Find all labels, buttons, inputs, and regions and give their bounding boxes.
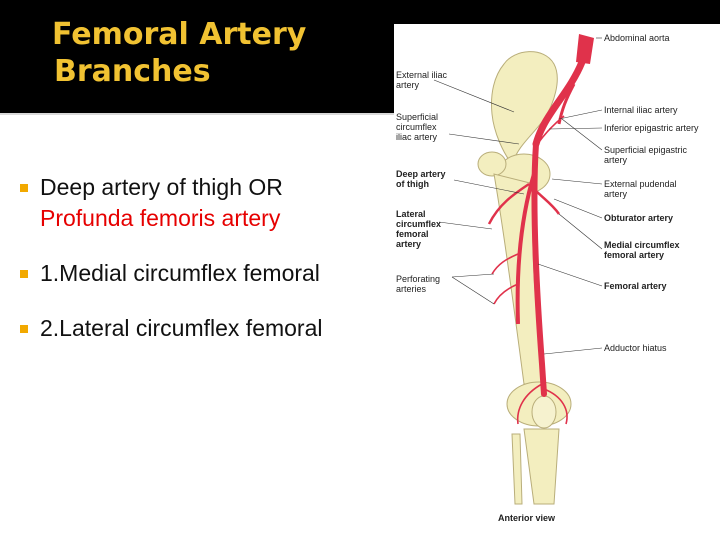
perforating-arteries	[491, 253, 519, 305]
medial-circumflex-artery	[533, 188, 561, 215]
slide-title-line-1: Femoral Artery	[52, 17, 307, 52]
tibia	[523, 428, 560, 505]
label-femoral-artery: Femoral artery	[604, 281, 667, 291]
label-superficial-epigastric-artery: Superficial epigastric artery	[604, 145, 688, 165]
label-external-iliac-artery: External iliac artery	[396, 70, 448, 90]
bullet-square-icon	[20, 270, 28, 278]
external-iliac-artery	[532, 58, 586, 148]
deep-artery-of-thigh	[515, 173, 536, 325]
bullet-list: Deep artery of thigh OR Profunda femoris…	[20, 172, 390, 368]
bullet-item: 1.Medial circumflex femoral	[20, 258, 390, 289]
title-divider	[0, 113, 720, 115]
label-abdominal-aorta: Abdominal aorta	[604, 33, 670, 43]
fibula	[511, 433, 523, 505]
superficial-epigastric-artery	[533, 115, 565, 150]
label-superficial-circumflex-iliac-artery: Superficial circumflex iliac artery	[396, 112, 439, 142]
figure-caption: Anterior view	[498, 513, 556, 523]
label-adductor-hiatus: Adductor hiatus	[604, 343, 667, 353]
label-inferior-epigastric-artery: Inferior epigastric artery	[604, 123, 699, 133]
greater-trochanter	[477, 151, 507, 177]
patella	[531, 395, 557, 429]
label-perforating-arteries: Perforating arteries	[396, 274, 441, 294]
label-internal-iliac-artery: Internal iliac artery	[604, 105, 678, 115]
label-external-pudendal-artery: External pudendal artery	[604, 179, 677, 199]
femoral-artery	[531, 141, 547, 397]
pelvis-bone	[491, 51, 558, 166]
label-deep-artery-of-thigh: Deep artery of thigh	[396, 169, 446, 189]
label-medial-circumflex-femoral-artery: Medial circumflex femoral artery	[604, 240, 680, 260]
label-lateral-circumflex-femoral-artery: Lateral circumflex femoral artery	[396, 209, 442, 249]
slide-title: Femoral Artery Branches	[52, 16, 382, 90]
bullet-text: Deep artery of thigh OR	[40, 174, 283, 200]
left-leader-lines	[433, 79, 525, 305]
bullet-item: Deep artery of thigh OR Profunda femoris…	[20, 172, 390, 234]
genicular-arteries	[516, 383, 568, 425]
bullet-accent-text: Profunda femoris artery	[40, 205, 281, 231]
anatomy-figure: External iliac artery Superficial circum…	[394, 24, 720, 530]
bullet-square-icon	[20, 325, 28, 333]
femoral-anatomy-illustration	[433, 34, 603, 505]
slide-title-line-2: Branches	[54, 54, 211, 89]
bullet-text: 2.Lateral circumflex femoral	[40, 315, 323, 341]
lateral-circumflex-artery	[487, 182, 530, 225]
bullet-text: 1.Medial circumflex femoral	[40, 260, 320, 286]
bullet-square-icon	[20, 184, 28, 192]
abdominal-aorta	[576, 34, 594, 64]
bullet-item: 2.Lateral circumflex femoral	[20, 313, 390, 344]
label-obturator-artery: Obturator artery	[604, 213, 674, 223]
right-leader-lines	[537, 37, 603, 355]
